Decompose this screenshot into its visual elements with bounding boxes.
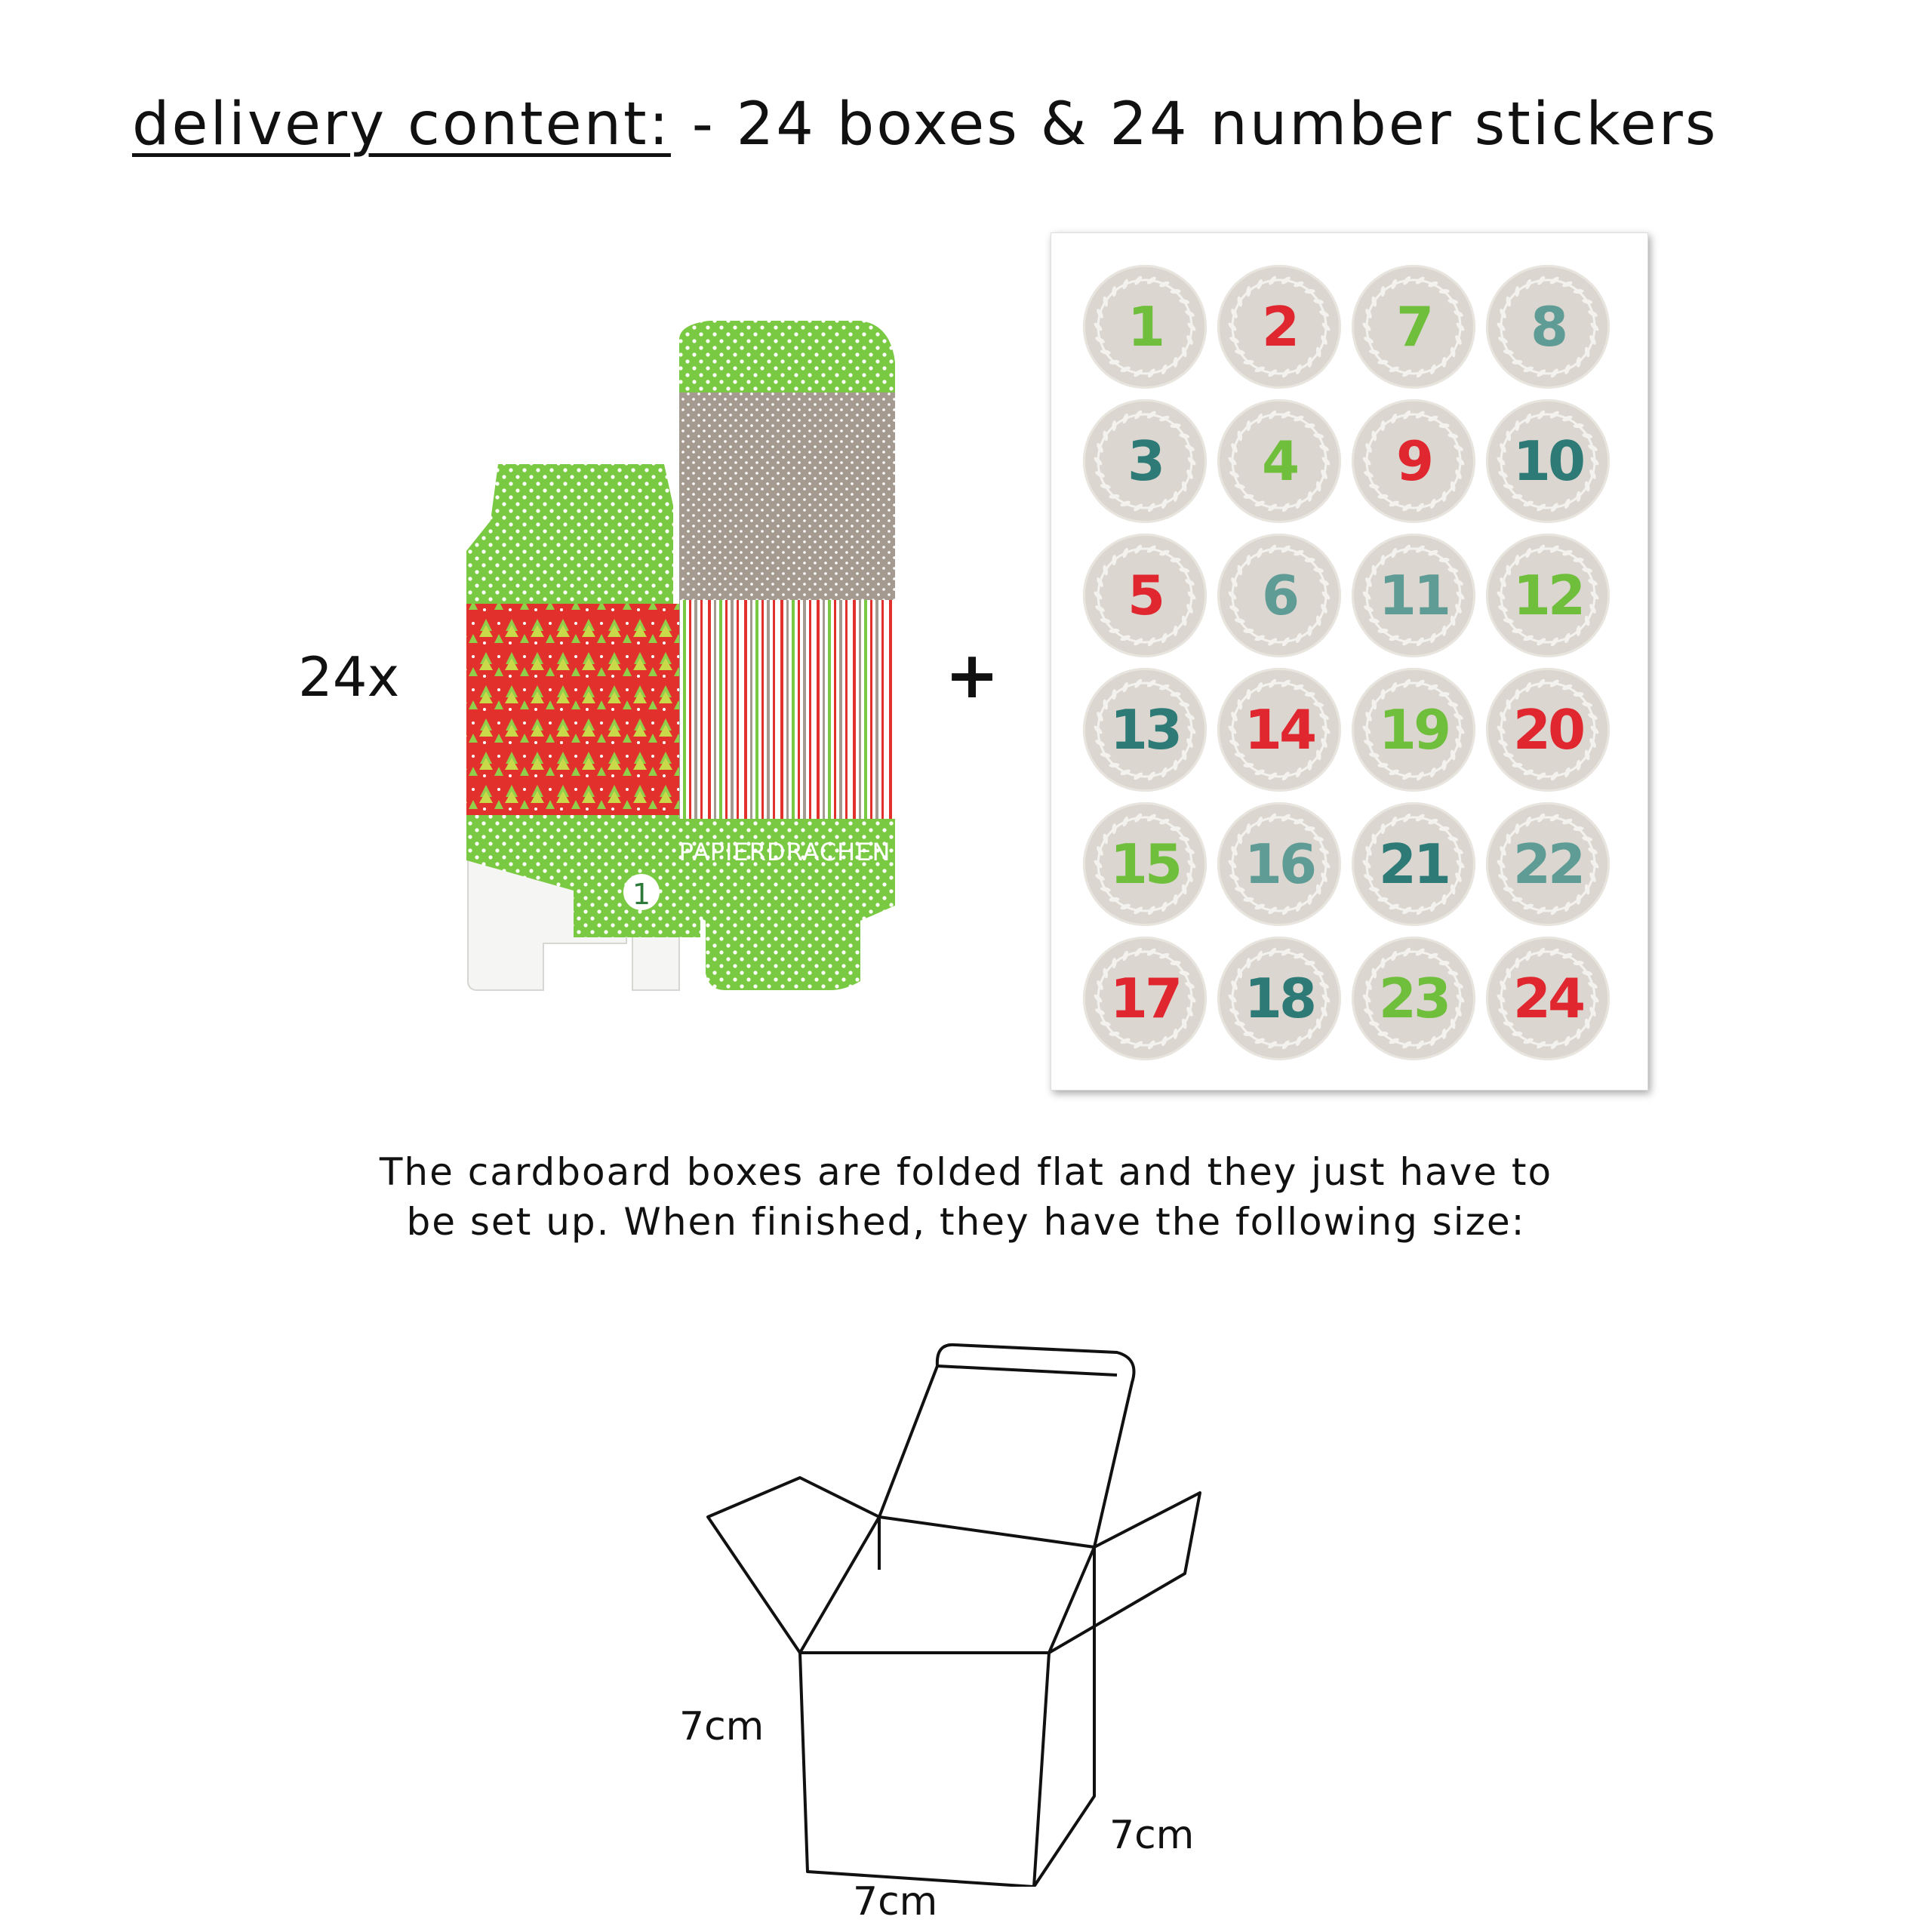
wreath-icon	[1094, 410, 1196, 512]
number-sticker: 16	[1217, 802, 1341, 926]
caption-line-2: be set up. When finished, they have the …	[406, 1200, 1526, 1244]
sticker-number: 1	[1127, 295, 1165, 358]
wreath-icon	[1228, 544, 1331, 647]
wreath-icon	[1497, 678, 1599, 781]
box-number: 1	[632, 878, 651, 911]
number-sticker: 19	[1352, 668, 1475, 792]
sticker-number: 12	[1512, 564, 1586, 627]
wreath-icon	[1228, 410, 1331, 512]
number-sticker: 4	[1217, 399, 1341, 523]
number-sticker: 22	[1486, 802, 1610, 926]
number-sticker: 12	[1486, 534, 1610, 657]
wreath-icon	[1228, 275, 1331, 378]
wreath-icon	[1497, 544, 1599, 647]
sticker-number: 3	[1127, 429, 1165, 493]
number-sticker: 24	[1486, 937, 1610, 1060]
wreath-icon	[1497, 275, 1599, 378]
number-sticker: 23	[1352, 937, 1475, 1060]
sticker-number: 18	[1244, 967, 1317, 1030]
dimension-height: 7cm	[679, 1704, 764, 1749]
sticker-number: 6	[1261, 564, 1300, 627]
wreath-icon	[1228, 813, 1331, 915]
sticker-number: 17	[1109, 967, 1183, 1030]
brand-label: PAPIERDRACHEN	[679, 838, 891, 866]
number-sticker: 14	[1217, 668, 1341, 792]
wreath-icon	[1094, 275, 1196, 378]
sticker-number: 11	[1378, 564, 1451, 627]
number-sticker: 11	[1352, 534, 1475, 657]
wreath-icon	[1362, 275, 1465, 378]
caption: The cardboard boxes are folded flat and …	[226, 1147, 1706, 1247]
sticker-number: 14	[1244, 698, 1317, 761]
sticker-number: 2	[1261, 295, 1300, 358]
sticker-number: 7	[1395, 295, 1434, 358]
sticker-number: 9	[1395, 429, 1434, 493]
sticker-number: 15	[1109, 832, 1183, 896]
wreath-icon	[1362, 947, 1465, 1050]
caption-line-1: The cardboard boxes are folded flat and …	[379, 1150, 1553, 1194]
number-sticker: 21	[1352, 802, 1475, 926]
wreath-icon	[1497, 813, 1599, 915]
wreath-icon	[1228, 678, 1331, 781]
wreath-icon	[1362, 544, 1465, 647]
number-sticker: 18	[1217, 937, 1341, 1060]
back-flap	[878, 1343, 1136, 1548]
headline: delivery content: - 24 boxes & 24 number…	[132, 91, 1718, 158]
dimension-depth: 7cm	[1109, 1813, 1195, 1858]
number-sticker: 7	[1352, 265, 1475, 389]
sticker-number: 22	[1512, 832, 1586, 896]
headline-text: - 24 boxes & 24 number stickers	[670, 91, 1718, 158]
flat-box-illustration: 1 PAPIERDRACHEN	[466, 321, 895, 991]
number-sticker: 3	[1083, 399, 1207, 523]
number-sticker: 6	[1217, 534, 1341, 657]
wreath-icon	[1094, 678, 1196, 781]
plus-sign: +	[945, 638, 1000, 713]
sticker-number: 20	[1512, 698, 1586, 761]
wreath-icon	[1094, 544, 1196, 647]
sticker-number: 16	[1244, 832, 1317, 896]
wreath-icon	[1497, 410, 1599, 512]
number-sticker: 13	[1083, 668, 1207, 792]
sticker-number: 19	[1378, 698, 1451, 761]
wreath-icon	[1362, 678, 1465, 781]
sticker-number: 13	[1109, 698, 1183, 761]
number-sticker: 5	[1083, 534, 1207, 657]
sticker-number: 24	[1512, 967, 1586, 1030]
wreath-icon	[1362, 813, 1465, 915]
sticker-number: 23	[1378, 967, 1451, 1030]
number-sticker: 15	[1083, 802, 1207, 926]
number-sticker: 20	[1486, 668, 1610, 792]
dimension-width: 7cm	[853, 1879, 938, 1924]
sticker-number: 8	[1530, 295, 1568, 358]
number-sticker: 8	[1486, 265, 1610, 389]
number-sticker: 9	[1352, 399, 1475, 523]
wreath-icon	[1094, 947, 1196, 1050]
number-sticker: 1	[1083, 265, 1207, 389]
wreath-icon	[1497, 947, 1599, 1050]
number-sticker: 17	[1083, 937, 1207, 1060]
quantity-label: 24x	[298, 645, 400, 709]
assembled-box-diagram	[706, 1343, 1201, 1887]
number-sticker: 10	[1486, 399, 1610, 523]
headline-label: delivery content:	[132, 91, 671, 158]
number-sticker: 2	[1217, 265, 1341, 389]
wreath-icon	[1362, 410, 1465, 512]
sticker-number: 10	[1512, 429, 1586, 493]
sticker-number: 21	[1378, 832, 1451, 896]
wreath-icon	[1228, 947, 1331, 1050]
sticker-number: 5	[1127, 564, 1165, 627]
sticker-number: 4	[1261, 429, 1300, 493]
wreath-icon	[1094, 813, 1196, 915]
